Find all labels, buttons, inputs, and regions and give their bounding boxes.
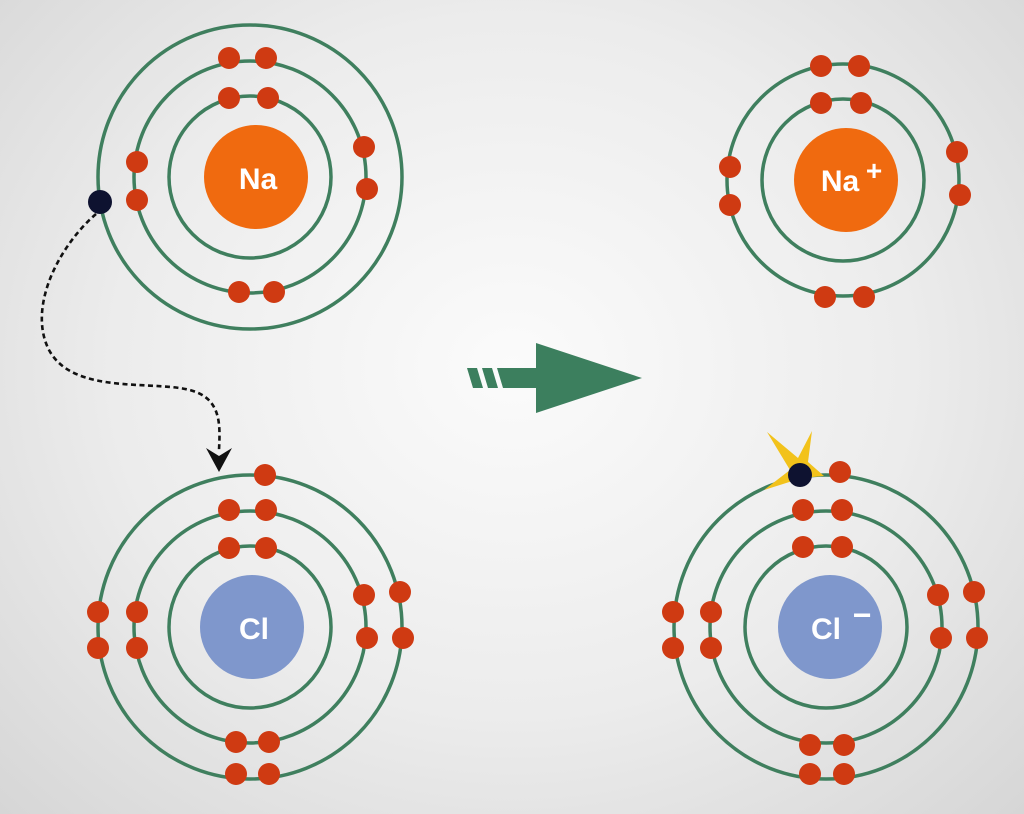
electron (225, 731, 247, 753)
electron (126, 151, 148, 173)
electron (792, 536, 814, 558)
reaction-arrow-icon (467, 343, 642, 413)
orbit-shell-3 (96, 23, 404, 331)
electron (356, 178, 378, 200)
captured-electron (788, 463, 812, 487)
orbit-shell-2 (132, 59, 368, 295)
electron (255, 537, 277, 559)
electron (218, 499, 240, 521)
electron (719, 156, 741, 178)
sodium-ion: Na + (719, 55, 971, 308)
electron (963, 581, 985, 603)
electron (810, 55, 832, 77)
chlorine-nucleus (200, 575, 304, 679)
dashed-curved-arrow-icon (40, 213, 232, 472)
sodium-ion-charge: + (866, 155, 882, 186)
electron (829, 461, 851, 483)
electron (927, 584, 949, 606)
sodium-ion-electrons (719, 55, 971, 308)
sodium-atom: Na (88, 23, 404, 331)
electron (850, 92, 872, 114)
transferred-electron (88, 190, 112, 214)
orbit-shell-3 (96, 473, 404, 781)
electron (833, 734, 855, 756)
orbit-shell-1 (760, 97, 926, 263)
electron (258, 731, 280, 753)
electron (792, 499, 814, 521)
orbit-shell-1 (167, 544, 333, 710)
sodium-nucleus (204, 125, 308, 229)
electron (218, 47, 240, 69)
chlorine-electrons (87, 464, 414, 785)
electron (126, 189, 148, 211)
orbit-shell-2 (725, 62, 961, 298)
chlorine-atom: Cl (87, 464, 414, 785)
electron (225, 763, 247, 785)
electron (831, 536, 853, 558)
electron (700, 601, 722, 623)
orbit-shell-2 (132, 509, 368, 745)
orbit-shell-3 (672, 473, 980, 781)
electron (799, 734, 821, 756)
electron (814, 286, 836, 308)
electron (662, 637, 684, 659)
chlorine-symbol: Cl (239, 613, 269, 646)
electron (833, 763, 855, 785)
electron (966, 627, 988, 649)
electron (700, 637, 722, 659)
sodium-symbol: Na (239, 163, 278, 196)
electron (848, 55, 870, 77)
chloride-symbol: Cl (811, 613, 841, 646)
electron (389, 581, 411, 603)
electron (218, 537, 240, 559)
electron (719, 194, 741, 216)
chloride-charge: − (853, 597, 872, 633)
electron (255, 499, 277, 521)
electron (87, 601, 109, 623)
electron (126, 637, 148, 659)
electron (946, 141, 968, 163)
orbit-shell-1 (167, 94, 333, 260)
electron (930, 627, 952, 649)
chloride-nucleus (778, 575, 882, 679)
electron (87, 637, 109, 659)
electron (257, 87, 279, 109)
electron (263, 281, 285, 303)
sodium-ion-symbol: Na (821, 165, 860, 198)
electron (356, 627, 378, 649)
electron (255, 47, 277, 69)
electron (949, 184, 971, 206)
electron (662, 601, 684, 623)
sodium-ion-nucleus (794, 128, 898, 232)
electron (392, 627, 414, 649)
electron (254, 464, 276, 486)
electron (810, 92, 832, 114)
electron (218, 87, 240, 109)
sodium-electrons (126, 47, 378, 303)
electron (831, 499, 853, 521)
electron (799, 763, 821, 785)
electron (353, 584, 375, 606)
orbit-shell-2 (708, 509, 944, 745)
electron (258, 763, 280, 785)
electron (126, 601, 148, 623)
electron (228, 281, 250, 303)
chloride-ion: Cl − (662, 431, 988, 785)
chloride-electrons (662, 461, 988, 785)
orbit-shell-1 (743, 544, 909, 710)
electron (853, 286, 875, 308)
electron (353, 136, 375, 158)
